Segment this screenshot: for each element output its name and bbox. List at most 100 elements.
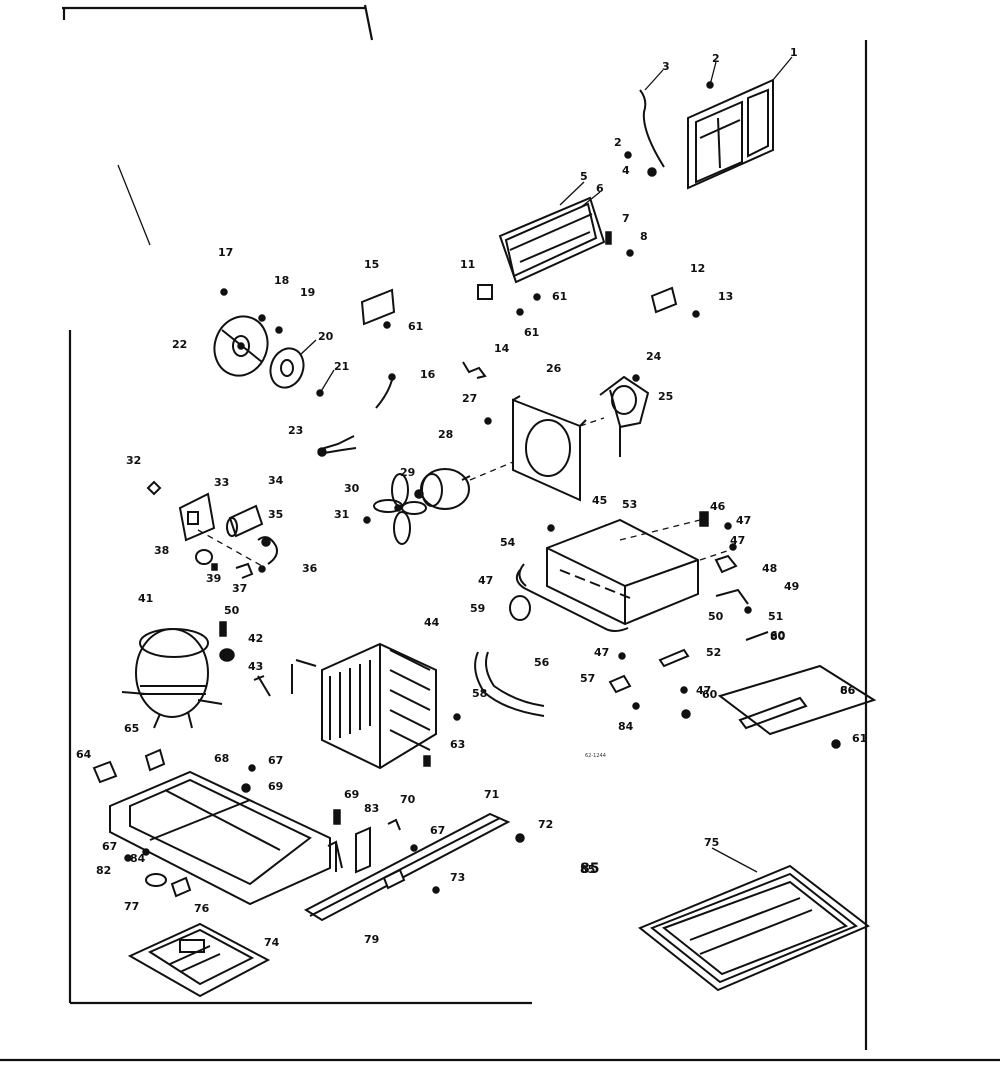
callout-c61c: 61 [524,326,539,339]
callout-c74: 74 [264,936,280,949]
callout-c35: 35 [268,508,283,521]
callout-c80: 80 [770,630,786,643]
callout-c77: 77 [124,900,139,913]
callout-c86: 86 [840,684,856,697]
drain-tube-56 [474,651,545,717]
callout-c60a: 60 [770,629,786,642]
callout-c75: 75 [704,836,719,849]
page-number: 85 [580,861,599,877]
callout-c71: 71 [484,788,499,801]
callout-c15: 15 [364,258,379,271]
callout-c67b: 67 [102,840,117,853]
callout-c36: 36 [302,562,318,575]
callout-c44: 44 [424,616,440,629]
screws-2-3-4 [624,61,717,177]
callout-c63: 63 [450,738,465,751]
callout-c13: 13 [718,290,733,303]
callout-c47c: 47 [478,574,493,587]
drawing-code: 62-1244 [585,753,606,759]
drain-pan-74 [127,922,271,998]
callout-c65: 65 [124,722,139,735]
motor-bracket [599,374,650,457]
compressor [121,621,271,729]
callout-c61b: 61 [408,320,423,333]
callout-c79: 79 [364,933,379,946]
callout-c46: 46 [710,500,726,513]
page-frame [0,4,1000,1062]
callout-c58: 58 [472,687,487,700]
callout-c67a: 67 [268,754,283,767]
callout-c59: 59 [470,602,485,615]
evaporator-box [509,518,699,632]
callout-c60b: 60 [702,688,718,701]
callout-c6: 6 [596,182,604,195]
callout-c22: 22 [172,338,187,351]
callout-c53: 53 [622,498,637,511]
callout-c52: 52 [706,646,721,659]
explode-lines [197,417,731,567]
callout-c8: 8 [640,230,648,243]
callout-c34: 34 [268,474,284,487]
callout-c20: 20 [318,330,334,343]
callout-c7: 7 [622,212,630,225]
callout-c66: 66 [840,684,856,697]
condenser [291,642,461,770]
callout-c49: 49 [784,580,799,593]
callout-c57: 57 [580,672,595,685]
callout-c23: 23 [288,424,303,437]
callout-c39: 39 [206,572,221,585]
callout-c38: 38 [154,544,169,557]
clip-14 [462,361,487,379]
callout-c84b: 84 [130,852,146,865]
callout-c11: 11 [460,258,475,271]
callout-c83: 83 [364,802,379,815]
wire-16 [375,373,396,409]
callout-c67c: 67 [430,824,445,837]
callout-c50a: 50 [224,604,240,617]
callout-c70: 70 [400,793,416,806]
callout-c69a: 69 [268,780,283,793]
callout-c84a: 84 [618,720,634,733]
callout-c32: 32 [126,454,141,467]
evaporator-cover [498,181,634,284]
callout-c41: 41 [138,592,153,605]
callout-c24: 24 [646,350,662,363]
callout-c47d: 47 [594,646,609,659]
callout-c68: 68 [214,752,229,765]
fan-motor [414,468,471,510]
brackets-69-83 [327,809,418,874]
callout-c16: 16 [420,368,436,381]
callout-c82: 82 [96,864,111,877]
callout-c48: 48 [762,562,777,575]
bracket-15 [360,288,396,329]
wire-harness-23 [317,435,357,457]
base-small-parts [92,748,256,793]
fan-shroud [484,395,587,502]
callout-c4: 4 [622,164,630,177]
callout-c18: 18 [274,274,289,287]
callout-c27: 27 [462,392,477,405]
callout-c5: 5 [580,170,588,183]
rear-panel [687,56,793,190]
callout-c50b: 50 [708,610,724,623]
callout-c61a: 61 [552,290,567,303]
callout-c21: 21 [334,360,349,373]
callout-c2a: 2 [712,52,720,65]
callout-c72: 72 [538,818,553,831]
rail-71-79 [303,812,525,922]
callout-c30: 30 [344,482,360,495]
callout-c17: 17 [218,246,233,259]
blower-wheel [213,288,283,377]
tray-86 [717,664,877,749]
callout-c12: 12 [690,262,705,275]
callout-c3: 3 [662,60,670,73]
callout-c43: 43 [248,660,263,673]
base-frame-68 [109,770,331,906]
callout-c31: 31 [334,508,349,521]
callout-c56: 56 [534,656,550,669]
large-tray-75 [638,847,870,992]
callout-c85: 85 [580,863,595,876]
fan-housing-20 [269,339,335,397]
